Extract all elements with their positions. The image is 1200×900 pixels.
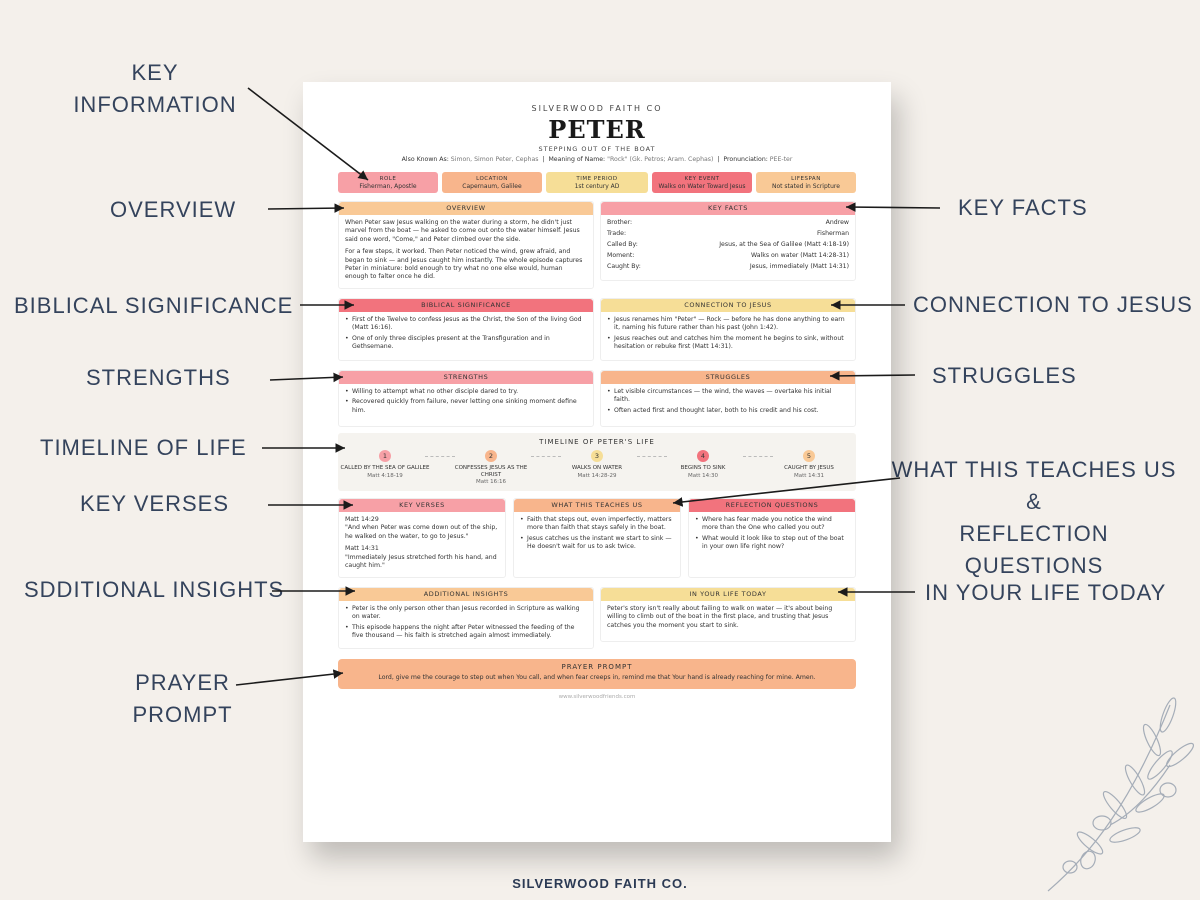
overview-title: OVERVIEW <box>339 202 593 215</box>
connection-section: CONNECTION TO JESUS Jesus renames him "P… <box>600 298 856 361</box>
fact-row: Trade:Fisherman <box>607 230 849 237</box>
reflection-title: REFLECTION QUESTIONS <box>689 499 855 512</box>
prayer-prompt-section: PRAYER PROMPT Lord, give me the courage … <box>338 659 856 689</box>
callout-connection: CONNECTION TO JESUS <box>913 292 1193 317</box>
list-item: Where has fear made you notice the wind … <box>695 516 849 533</box>
list-item: Let visible circumstances — the wind, th… <box>607 388 849 405</box>
sheet-brand: SILVERWOOD FAITH CO <box>531 104 663 113</box>
list-item: Peter is the only person other than Jesu… <box>345 605 587 622</box>
step-number: 4 <box>697 450 709 462</box>
timeline-connector <box>743 456 773 457</box>
list-item: Jesus catches us the instant we start to… <box>520 535 674 552</box>
callout-teaches-reflection: WHAT THIS TEACHES US & REFLECTION QUESTI… <box>891 457 1177 578</box>
fact-row: Moment:Walks on water (Matt 14:28-31) <box>607 252 849 259</box>
fact-row: Called By:Jesus, at the Sea of Galilee (… <box>607 241 849 248</box>
list-item: Faith that steps out, even imperfectly, … <box>520 516 674 533</box>
sheet-subtitle: STEPPING OUT OF THE BOAT <box>538 145 656 153</box>
life-today-title: IN YOUR LIFE TODAY <box>601 588 855 601</box>
teaches-title: WHAT THIS TEACHES US <box>514 499 680 512</box>
teaches-section: WHAT THIS TEACHES US Faith that steps ou… <box>513 498 681 578</box>
list-item: Recovered quickly from failure, never le… <box>345 398 587 415</box>
key-verses-section: KEY VERSES Matt 14:29"And when Peter was… <box>338 498 506 578</box>
list-item: Often acted first and thought later, bot… <box>607 407 849 416</box>
sheet-title: PETER <box>548 115 646 144</box>
list-item: One of only three disciples present at t… <box>345 335 587 352</box>
callout-additional-insights: SDDITIONAL INSIGHTS <box>24 577 285 602</box>
additional-insights-title: ADDITIONAL INSIGHTS <box>339 588 593 601</box>
step-number: 3 <box>591 450 603 462</box>
footer-brand: SILVERWOOD FAITH CO. <box>512 876 688 891</box>
key-facts-list: Brother:Andrew Trade:Fisherman Called By… <box>601 215 855 278</box>
prayer-text: Lord, give me the courage to step out wh… <box>378 674 816 681</box>
strengths-title: STRENGTHS <box>339 371 593 384</box>
list-item: Jesus renames him "Peter" — Rock — befor… <box>607 316 849 333</box>
timeline-connector <box>637 456 667 457</box>
strengths-section: STRENGTHS Willing to attempt what no oth… <box>338 370 594 427</box>
callout-struggles: STRUGGLES <box>932 363 1077 388</box>
biblical-significance-title: BIBLICAL SIGNIFICANCE <box>339 299 593 312</box>
fact-row: Brother:Andrew <box>607 219 849 226</box>
timeline-connector <box>425 456 455 457</box>
list-item: Willing to attempt what no other discipl… <box>345 388 587 397</box>
struggles-title: STRUGGLES <box>601 371 855 384</box>
struggles-section: STRUGGLES Let visible circumstances — th… <box>600 370 856 427</box>
fact-row: Caught By:Jesus, immediately (Matt 14:31… <box>607 263 849 270</box>
callout-timeline: TIMELINE OF LIFE <box>40 435 247 460</box>
reflection-section: REFLECTION QUESTIONS Where has fear made… <box>688 498 856 578</box>
callout-overview: OVERVIEW <box>110 197 237 222</box>
list-item: This episode happens the night after Pet… <box>345 624 587 641</box>
prayer-title: PRAYER PROMPT <box>561 663 633 671</box>
overview-section: OVERVIEW When Peter saw Jesus walking on… <box>338 201 594 289</box>
step-number: 1 <box>379 450 391 462</box>
life-today-section: IN YOUR LIFE TODAY Peter's story isn't r… <box>600 587 856 642</box>
callout-strengths: STRENGTHS <box>86 365 231 390</box>
biblical-significance-section: BIBLICAL SIGNIFICANCE First of the Twelv… <box>338 298 594 361</box>
callout-key-information: KEY INFORMATION <box>73 60 237 117</box>
timeline-connector <box>531 456 561 457</box>
list-item: What would it look like to step out of t… <box>695 535 849 552</box>
callout-key-verses: KEY VERSES <box>80 491 229 516</box>
key-verses-title: KEY VERSES <box>339 499 505 512</box>
step-number: 2 <box>485 450 497 462</box>
timeline-title: TIMELINE OF PETER'S LIFE <box>539 438 655 446</box>
sheet-name-details: Also Known As: Simon, Simon Peter, Cepha… <box>401 156 793 163</box>
callout-key-facts: KEY FACTS <box>958 195 1088 220</box>
key-facts-title: KEY FACTS <box>601 202 855 215</box>
list-item: Jesus reaches out and catches him the mo… <box>607 335 849 352</box>
step-number: 5 <box>803 450 815 462</box>
list-item: First of the Twelve to confess Jesus as … <box>345 316 587 333</box>
callout-prayer-prompt: PRAYER PROMPT <box>132 670 233 727</box>
sheet-url: www.silverwoodfriends.com <box>558 694 636 700</box>
callout-life-today: IN YOUR LIFE TODAY <box>925 580 1167 605</box>
callout-biblical-significance: BIBLICAL SIGNIFICANCE <box>14 293 294 318</box>
printable-sheet: SILVERWOOD FAITH CO PETER STEPPING OUT O… <box>303 82 891 842</box>
additional-insights-section: ADDITIONAL INSIGHTS Peter is the only pe… <box>338 587 594 649</box>
olive-branch-illustration <box>1047 697 1195 892</box>
key-facts-section: KEY FACTS Brother:Andrew Trade:Fisherman… <box>600 201 856 281</box>
connection-title: CONNECTION TO JESUS <box>601 299 855 312</box>
